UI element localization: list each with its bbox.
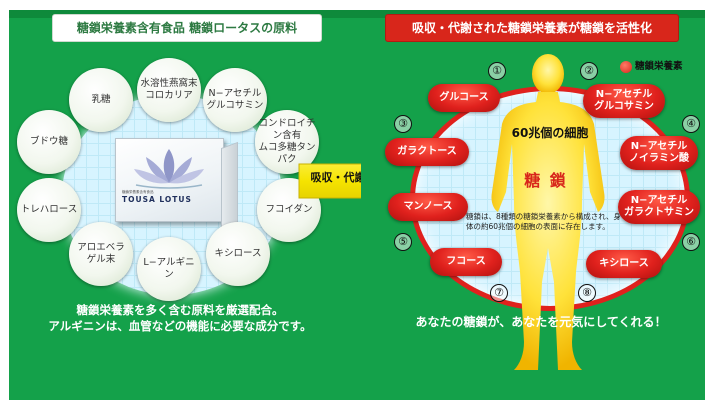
nutrient-number: ⑤: [394, 233, 412, 251]
nutrient-pill: フコース: [430, 248, 502, 276]
nutrient-pill: N−アセチルグルコサミン: [583, 84, 665, 118]
lotus-icon: [134, 149, 204, 189]
ingredient-node: 水溶性燕窩末コロカリア: [137, 58, 201, 122]
ingredient-node: N−アセチルグルコサミン: [203, 68, 267, 132]
nutrient-pill: ガラクトース: [385, 138, 469, 166]
ingredient-node: L−アルギニン: [137, 237, 201, 301]
ingredients-caption: 糖鎖栄養素を多く含む原料を厳選配合。 アルギニンは、血管などの機能に必要な成分で…: [30, 302, 330, 334]
nutrient-label: フコース: [446, 256, 486, 267]
ingredient-label: L−アルギニン: [143, 257, 195, 280]
product-box: 糖鎖栄養素含有食品 TOUSA LOTUS: [115, 138, 238, 233]
ingredient-label: N−アセチルグルコサミン: [206, 88, 264, 111]
ingredients-title: 糖鎖栄養素含有食品 糖鎖ロータスの原料: [52, 14, 322, 42]
body-note: 糖鎖は、8種類の糖鎖栄養素から構成され、身体の約60兆個の細胞の表面に存在します…: [466, 212, 621, 231]
ingredient-node: ブドウ糖: [17, 110, 81, 174]
nutrient-label: ガラクトース: [397, 146, 457, 157]
ingredient-label: コンドロイチン含有ムコ多糖タンパク: [258, 118, 316, 165]
nutrient-pill: N−アセチルノイラミン酸: [620, 136, 698, 170]
ingredient-label: 乳糖: [91, 94, 111, 105]
ingredient-label: ブドウ糖: [29, 136, 68, 147]
nutrient-number: ⑦: [490, 284, 508, 302]
nutrient-number: ④: [682, 115, 700, 133]
nutrient-label: N−アセチルノイラミン酸: [629, 141, 689, 164]
human-body-icon: [491, 54, 605, 370]
ingredient-label: アロエベラゲル末: [77, 242, 125, 265]
nutrient-label: グルコース: [439, 92, 489, 103]
nutrient-label: マンノース: [403, 201, 453, 212]
ingredient-node: コンドロイチン含有ムコ多糖タンパク: [255, 110, 319, 174]
caption-line: アルギニンは、血管などの機能に必要な成分です。: [48, 319, 312, 333]
ingredient-label: 水溶性燕窩末コロカリア: [140, 78, 198, 101]
product-subtitle: 糖鎖栄養素含有食品: [122, 190, 154, 194]
ingredient-label: キシロース: [214, 248, 262, 259]
nutrient-number: ②: [580, 62, 598, 80]
nutrient-number: ①: [488, 62, 506, 80]
product-box-side: [221, 141, 238, 233]
arrow-label: 吸収・代謝: [310, 171, 366, 184]
ingredient-node: トレハロース: [17, 178, 81, 242]
sugar-chain-title: 吸収・代謝された糖鎖栄養素が糖鎖を活性化: [385, 14, 679, 42]
sugar-chain-caption: あなたの糖鎖が、あなたを元気にしてくれる！: [415, 315, 667, 329]
nutrient-number: ⑥: [682, 233, 700, 251]
nutrient-number: ⑧: [578, 284, 596, 302]
nutrient-pill: マンノース: [388, 193, 468, 221]
ingredient-node: 乳糖: [69, 68, 133, 132]
nutrient-pill: キシロース: [586, 250, 662, 278]
nutrient-pill: グルコース: [428, 84, 500, 112]
ingredient-label: トレハロース: [20, 204, 78, 215]
nutrient-pill: N−アセチルガラクトサミン: [618, 190, 700, 224]
legend: 糖鎖栄養素: [620, 58, 706, 73]
ingredient-label: フコイダン: [265, 204, 313, 215]
sugar-chain-label: 糖 鎖: [524, 171, 568, 190]
nutrient-number: ③: [394, 115, 412, 133]
ingredient-node: アロエベラゲル末: [69, 222, 133, 286]
product-name: TOUSA LOTUS: [122, 195, 192, 204]
nutrient-label: N−アセチルグルコサミン: [594, 89, 654, 112]
ingredient-node: キシロース: [206, 222, 270, 286]
nutrient-label: キシロース: [599, 258, 649, 269]
cells-label: 60兆個の細胞: [511, 126, 589, 140]
caption-line: 糖鎖栄養素を多く含む原料を厳選配合。: [76, 303, 284, 317]
legend-dot-icon: [620, 60, 632, 73]
legend-label: 糖鎖栄養素: [635, 61, 683, 72]
nutrient-label: N−アセチルガラクトサミン: [624, 195, 694, 218]
